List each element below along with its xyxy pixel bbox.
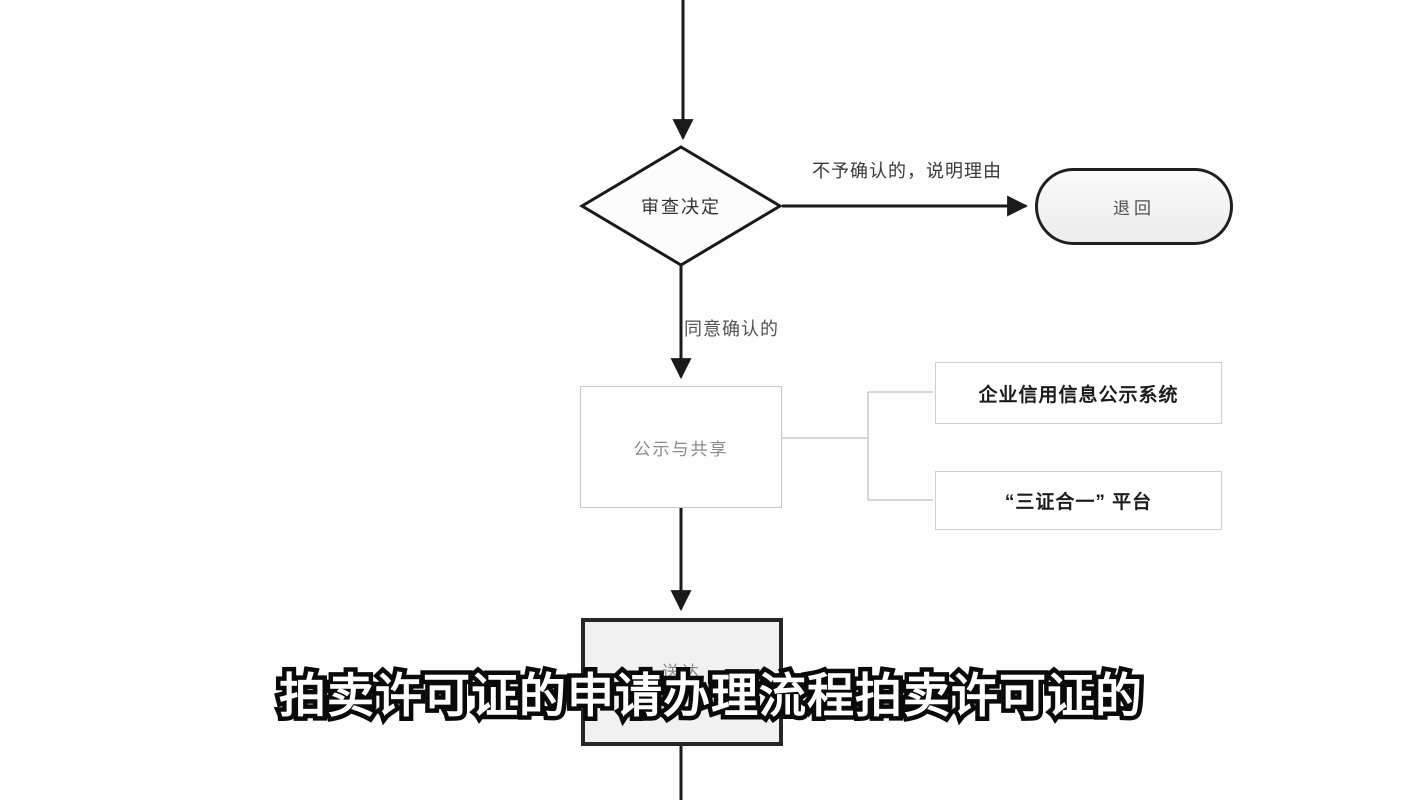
delivery-node: 送达 [581, 618, 783, 746]
edge-label-reject: 不予确认的，说明理由 [812, 161, 1002, 181]
caption-outline: 拍卖许可证的申请办理流程拍卖许可证的 [275, 665, 1147, 725]
caption-text: 拍卖许可证的申请办理流程拍卖许可证的 [279, 669, 1143, 722]
publicity-node: 公示与共享 [580, 386, 782, 508]
credit-system-node: 企业信用信息公示系统 [935, 362, 1222, 424]
edge-label-agree: 同意确认的 [684, 319, 779, 339]
caption-overlay: 拍卖许可证的申请办理流程拍卖许可证的 拍卖许可证的申请办理流程拍卖许可证的 [0, 665, 1422, 725]
edge-publicity-branch [782, 391, 933, 501]
platform-node: “三证合一” 平台 [935, 471, 1222, 530]
decision-node: 审查决定 [641, 197, 721, 217]
return-node: 退回 [1035, 168, 1233, 245]
